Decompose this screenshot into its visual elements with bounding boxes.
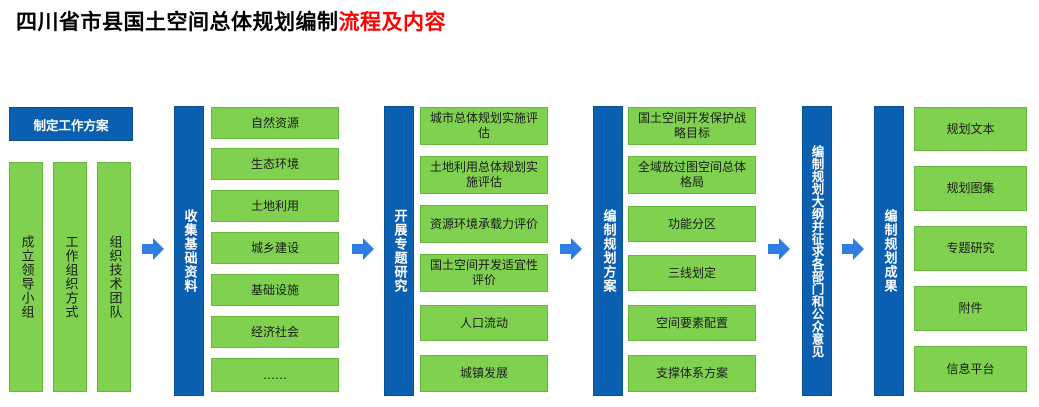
col3-header-label: 开展专题研究 [391, 209, 407, 293]
col3-item: 国土空间开发适宜性评价 [420, 254, 548, 292]
col2-item-label: 城乡建设 [250, 240, 299, 255]
col4-item: 全域放过图空间总体格局 [628, 156, 756, 194]
col3-item-label: 城镇发展 [459, 366, 508, 380]
page-title: 四川省市县国土空间总体规划编制流程及内容 [16, 6, 446, 36]
col1-item-label: 组织技术团队 [106, 235, 122, 319]
col2-item-label: 土地利用 [250, 198, 299, 213]
col6-item: 规划图集 [914, 166, 1027, 211]
col4-item: 三线划定 [628, 255, 756, 291]
col3-item: 城镇发展 [420, 355, 548, 392]
col4-item-label: 三线划定 [667, 265, 716, 280]
col4-item: 功能分区 [628, 206, 756, 242]
col1-header-label: 制定工作方案 [33, 117, 109, 133]
title-highlight: 流程及内容 [338, 10, 446, 34]
col1-header: 制定工作方案 [9, 107, 133, 141]
col3-item: 资源环境承载力评价 [420, 205, 548, 243]
col6-item: 信息平台 [914, 346, 1027, 392]
col1-item-label: 成立领导小组 [18, 235, 34, 319]
col6-item: 附件 [914, 286, 1027, 331]
col2-item: 自然资源 [211, 107, 339, 139]
col2-item: 生态环境 [211, 148, 339, 180]
right-arrow-icon [142, 238, 164, 260]
col3-item-label: 人口流动 [459, 315, 508, 330]
col4-item-label: 支撑体系方案 [655, 366, 728, 380]
col2-header-label: 收集基础资料 [181, 209, 197, 293]
col6-item-label: 信息平台 [946, 361, 995, 376]
col4-item-label: 全域放过图空间总体格局 [637, 160, 746, 189]
right-arrow-icon [560, 238, 582, 260]
col6-header-label: 编制规划成果 [881, 209, 897, 293]
col2-item: 土地利用 [211, 190, 339, 222]
col1-item: 组织技术团队 [97, 162, 131, 392]
col3-item: 城市总体规划实施评估 [420, 107, 548, 145]
col3-item-label: 土地利用总体规划实施评估 [429, 160, 538, 189]
col4-item-label: 空间要素配置 [655, 315, 728, 330]
col3-item: 人口流动 [420, 305, 548, 341]
col6-item: 规划文本 [914, 107, 1027, 151]
col6-item-label: 专题研究 [946, 241, 995, 255]
col2-item: 城乡建设 [211, 232, 339, 264]
col4-item-label: 国土空间开发保护战略目标 [637, 111, 746, 140]
col3-item-label: 城市总体规划实施评估 [429, 111, 538, 140]
col4-item-label: 功能分区 [667, 216, 716, 231]
col2-item-label: …… [263, 367, 287, 382]
col2-item-label: 经济社会 [250, 324, 299, 339]
col2-item-label: 自然资源 [250, 115, 299, 130]
col2-item-label: 基础设施 [250, 282, 299, 297]
col2-item-label: 生态环境 [250, 156, 299, 171]
right-arrow-icon [768, 238, 790, 260]
col3-item-label: 资源环境承载力评价 [429, 216, 538, 231]
col4-header-label: 编制规划方案 [600, 209, 616, 293]
col6-item-label: 规划文本 [946, 121, 995, 136]
col6-header: 编制规划成果 [874, 106, 904, 396]
right-arrow-icon [842, 238, 864, 260]
right-arrow-icon [352, 238, 374, 260]
col6-item-label: 附件 [958, 301, 983, 315]
col4-item: 空间要素配置 [628, 305, 756, 341]
col2-item: …… [211, 358, 339, 392]
col6-item: 专题研究 [914, 226, 1027, 271]
col1-item-label: 工作组织方式 [62, 235, 78, 319]
col2-item: 经济社会 [211, 316, 339, 348]
col2-item: 基础设施 [211, 274, 339, 306]
col6-item-label: 规划图集 [946, 181, 995, 195]
col3-header: 开展专题研究 [384, 106, 414, 396]
col2-header: 收集基础资料 [174, 106, 204, 396]
col4-header: 编制规划方案 [593, 106, 623, 396]
col4-item: 支撑体系方案 [628, 355, 756, 392]
title-main: 四川省市县国土空间总体规划编制 [16, 10, 339, 34]
col1-item: 工作组织方式 [53, 162, 87, 392]
col4-item: 国土空间开发保护战略目标 [628, 107, 756, 145]
col5-header-label: 编制规划大纲并征求各部门和公众意见 [809, 144, 825, 358]
col3-item: 土地利用总体规划实施评估 [420, 156, 548, 194]
col1-item: 成立领导小组 [9, 162, 43, 392]
col5-header: 编制规划大纲并征求各部门和公众意见 [802, 106, 832, 396]
col3-item-label: 国土空间开发适宜性评价 [429, 258, 538, 287]
